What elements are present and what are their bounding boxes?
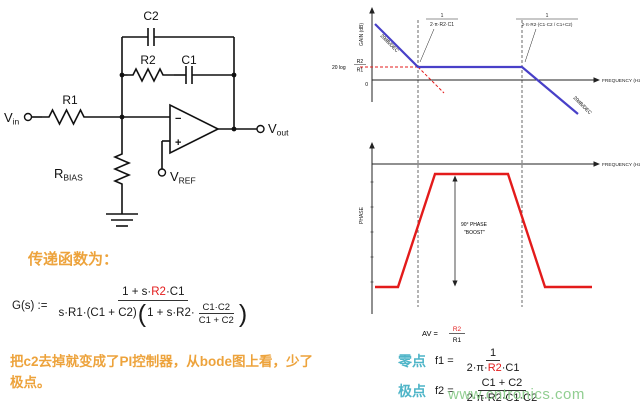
- phase-xaxis-arrow-icon: [593, 161, 600, 167]
- vout-label: Vout: [268, 121, 289, 138]
- corner2-leader-line: [524, 28, 537, 63]
- vref-terminal: [157, 168, 167, 177]
- transfer-function-heading: 传递函数为：: [28, 251, 119, 268]
- c1-label: C1: [181, 53, 197, 67]
- corner2-frequency-formula: 1 2·π·R2·(C1·C2 / C1+C2): [516, 13, 578, 63]
- r1-label: R1: [62, 93, 78, 107]
- gain-asymptote-dashes: [360, 66, 445, 94]
- svg-text:20 log: 20 log: [332, 65, 346, 71]
- gain-slope-left-label: 20dB/DEC: [379, 33, 400, 54]
- boost-label-line1: 90° PHASE: [461, 222, 488, 228]
- watermark: www.cntronics.com: [448, 386, 585, 403]
- c2-label: C2: [143, 9, 159, 23]
- resistor-rbias: [112, 149, 132, 193]
- pi-controller-note: 把c2去掉就变成了PI控制器，从bode图上看，少了 极点。: [10, 352, 346, 394]
- phase-ylabel: PHASE: [359, 206, 365, 224]
- gain-yaxis-arrow-icon: [369, 7, 375, 14]
- r2-highlight: R2: [487, 362, 502, 375]
- gain-ylabel: GAIN (dB): [359, 23, 365, 46]
- terminals: [23, 112, 265, 177]
- note-line2: 极点。: [10, 374, 51, 390]
- opamp-noninverting-input-label: +: [175, 137, 181, 149]
- av-label: AV =: [422, 329, 439, 338]
- phase-axes: [371, 147, 595, 314]
- corner1-leader-line: [419, 28, 435, 63]
- gain-curve: [374, 23, 579, 115]
- r2-label: R2: [140, 53, 156, 67]
- phase-yaxis-arrow-icon: [369, 142, 375, 149]
- corner1-frequency-formula: 1 2·π·R2·C1: [419, 13, 458, 63]
- pole-lhs: f2 =: [435, 385, 454, 398]
- svg-text:R1: R1: [357, 68, 364, 74]
- svg-text:R2: R2: [357, 59, 364, 65]
- gs-fraction: 1 + s·R2·C1 s·R1·(C1 + C2)(1 + s·R2· C1·…: [54, 286, 252, 327]
- gain-axes: [371, 12, 595, 102]
- pole-label: 极点: [398, 383, 426, 400]
- zero-frequency-row: 零点 f1 = 1 2·π·R2·C1: [398, 347, 524, 375]
- junction-dots: [119, 72, 237, 132]
- opamp-triangle: [169, 103, 220, 155]
- pole-fraction: C1 + C2 2·π·R2·C1·C2: [466, 377, 538, 405]
- resistor-r2: [128, 67, 174, 83]
- boost-arrow-up-icon: [452, 175, 458, 182]
- circuit-labels: C2 R2 C1 R1 Vin Vout RBIAS VREF − +: [4, 9, 289, 186]
- bode-plots: GAIN (dB) FREQUENCY (Hz) 0 20dB/DEC 20dB…: [332, 7, 640, 344]
- opamp-circuit-schematic: C2 R2 C1 R1 Vin Vout RBIAS VREF − +: [4, 9, 289, 227]
- phase-curve: [375, 172, 592, 289]
- zero-lhs: f1 =: [435, 355, 454, 368]
- phase-boost-annotation: 90° PHASE "BOOST": [452, 175, 488, 287]
- vref-label: VREF: [170, 169, 196, 186]
- gain-level-label: 20 log R2 R1: [332, 59, 366, 74]
- ground-icon: [106, 213, 138, 227]
- gs-inner-fraction: C1·C2 C1 + C2: [198, 301, 234, 327]
- gain-plot: GAIN (dB) FREQUENCY (Hz) 0 20dB/DEC 20dB…: [332, 7, 640, 116]
- r2-highlight: R2: [151, 286, 166, 298]
- open-paren: (: [137, 299, 147, 328]
- resistor-r1: [42, 108, 98, 126]
- opamp-inverting-input-label: −: [175, 113, 181, 125]
- transfer-function-formula: G(s) := 1 + s·R2·C1 s·R1·(C1 + C2)(1 + s…: [12, 286, 252, 327]
- gain-xlabel: FREQUENCY (Hz): [602, 78, 640, 84]
- zero-label: 零点: [398, 353, 426, 370]
- gain-origin-label: 0: [365, 82, 368, 88]
- vin-label: Vin: [4, 110, 20, 127]
- phase-axis-ticks: [370, 181, 374, 283]
- gs-denominator: s·R1·(C1 + C2)(1 + s·R2· C1·C2 C1 + C2 ): [58, 299, 248, 328]
- svg-text:2·π·R2·C1: 2·π·R2·C1: [430, 22, 454, 28]
- zero-fraction: 1 2·π·R2·C1: [466, 347, 520, 375]
- vout-terminal: [256, 124, 265, 134]
- vin-terminal: [23, 112, 33, 122]
- gain-slope-right-label: 20dB/DEC: [572, 95, 593, 116]
- av-gain-formula: AV = R2 R1: [422, 326, 465, 344]
- rbias-label: RBIAS: [54, 166, 83, 183]
- gain-xaxis-arrow-icon: [593, 77, 600, 83]
- svg-text:1: 1: [546, 13, 549, 19]
- boost-arrow-down-icon: [452, 280, 458, 287]
- pole-frequency-row: 极点 f2 = C1 + C2 2·π·R2·C1·C2: [398, 377, 541, 405]
- svg-text:2·π·R2·(C1·C2 / C1+C2): 2·π·R2·(C1·C2 / C1+C2): [522, 22, 573, 27]
- svg-text:1: 1: [441, 13, 444, 19]
- note-line1: 把c2去掉就变成了PI控制器，从bode图上看，少了: [10, 354, 314, 369]
- boost-label-line2: "BOOST": [464, 230, 485, 236]
- phase-xlabel: FREQUENCY (Hz): [602, 162, 640, 168]
- gs-numerator: 1 + s·R2·C1: [118, 286, 189, 301]
- av-denominator: R1: [453, 337, 462, 344]
- phase-plot: PHASE FREQUENCY (Hz) 90° PHASE "BOOST": [359, 142, 640, 314]
- close-paren: ): [238, 299, 248, 328]
- av-numerator: R2: [453, 326, 462, 333]
- circuit-wires: [31, 28, 257, 227]
- gs-lhs: G(s) :=: [12, 300, 48, 313]
